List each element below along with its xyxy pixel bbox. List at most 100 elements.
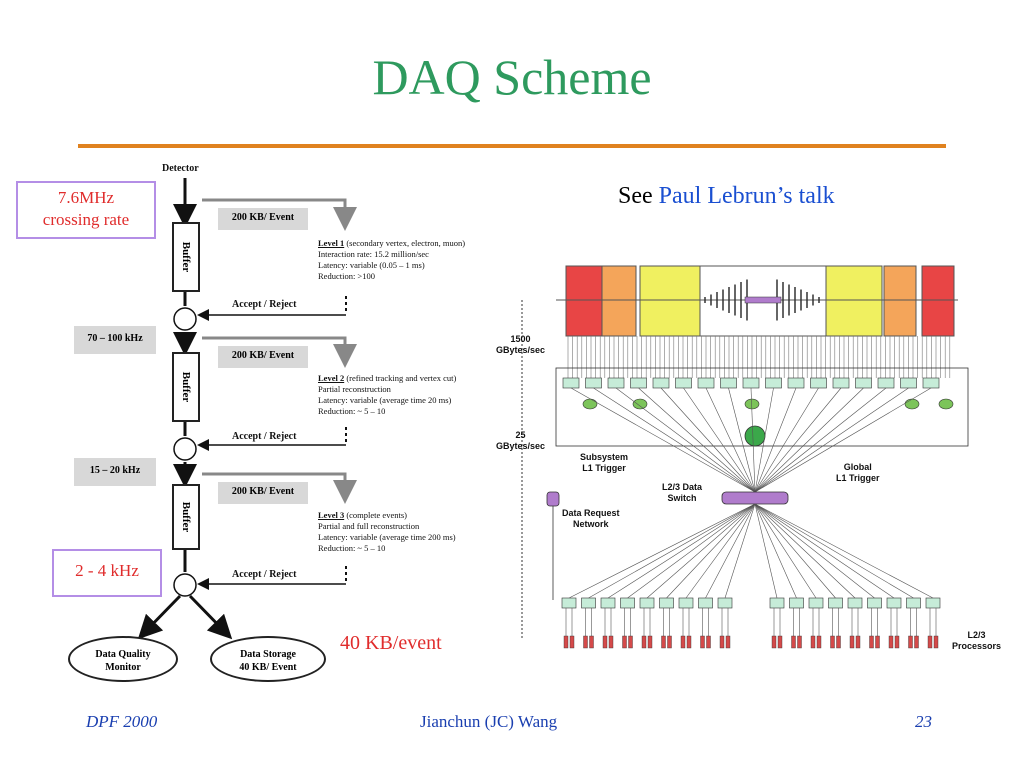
- talk-reference-link[interactable]: Paul Lebrun’s talk: [658, 183, 835, 209]
- processor-unit: [836, 635, 841, 649]
- processor-unit: [641, 635, 647, 649]
- readout-node: [607, 377, 625, 389]
- processor-unit: [686, 635, 692, 649]
- data-line: [705, 503, 756, 599]
- detector-label: Detector: [162, 163, 199, 174]
- accept-reject-label-l2: Accept / Reject: [232, 431, 297, 442]
- processor-node: [886, 597, 902, 609]
- readout-node: [585, 377, 602, 389]
- data-line: [724, 503, 756, 599]
- subsystem-trigger-node: [632, 398, 648, 410]
- data-line: [754, 503, 856, 599]
- readout-node: [742, 377, 760, 389]
- processor-node: [847, 597, 863, 609]
- readout-node: [900, 377, 917, 389]
- processor-unit: [647, 635, 653, 649]
- processor-unit: [869, 635, 874, 649]
- readout-node: [765, 377, 782, 389]
- processor-unit: [894, 635, 900, 649]
- processor-unit: [622, 635, 627, 649]
- processor-unit: [888, 635, 894, 649]
- processor-unit: [569, 635, 575, 649]
- buffer-l1: Buffer: [172, 222, 200, 292]
- data-line: [754, 387, 797, 493]
- data-line: [728, 387, 756, 493]
- data-request-network-node: [546, 491, 560, 507]
- data-line: [638, 387, 756, 493]
- subsystem-trigger-node: [582, 398, 598, 410]
- processor-node: [600, 597, 616, 609]
- processor-unit: [602, 635, 608, 649]
- detector-block: [921, 265, 955, 337]
- data-line: [627, 503, 756, 599]
- data-line: [750, 387, 756, 493]
- processor-node: [925, 597, 941, 609]
- footer-conference: DPF 2000: [86, 712, 158, 731]
- processor-unit: [725, 635, 731, 649]
- data-line: [754, 503, 895, 599]
- event-size-callout: 40 KB/event: [340, 632, 442, 654]
- readout-node: [922, 377, 940, 389]
- event-size-box-l1: 200 KB/ Event: [218, 208, 308, 230]
- data-line: [754, 503, 914, 599]
- readout-node: [832, 377, 850, 389]
- level3-description: Level 3 (complete events) Partial and fu…: [318, 510, 456, 553]
- data-line: [754, 387, 887, 493]
- buffer-l3: Buffer: [172, 484, 200, 550]
- crossing-rate-label: crossing rate: [42, 210, 130, 229]
- data-line: [646, 503, 756, 599]
- detector-block: [883, 265, 917, 337]
- data-line: [570, 387, 756, 493]
- buffer-l2: Buffer: [172, 352, 200, 422]
- readout-node: [877, 377, 895, 389]
- footer-author: Jianchun (JC) Wang: [420, 712, 558, 731]
- processor-unit: [791, 635, 796, 649]
- processor-unit: [875, 635, 880, 649]
- data-line: [754, 503, 817, 599]
- processor-unit: [771, 635, 777, 649]
- data-line: [666, 503, 756, 599]
- data-line: [588, 503, 756, 599]
- processor-node: [659, 597, 674, 609]
- detector-block: [565, 265, 603, 337]
- level1-description: Level 1 (secondary vertex, electron, muo…: [318, 238, 466, 281]
- talk-reference: See Paul Lebrun’s talk: [618, 183, 835, 209]
- processor-unit: [810, 635, 816, 649]
- processor-node: [581, 597, 596, 609]
- level2-description: Level 2 (refined tracking and vertex cut…: [318, 373, 457, 416]
- data-line: [754, 503, 934, 599]
- global-trigger-node: [744, 425, 766, 447]
- rate-box-l1-output: 70 – 100 kHz: [74, 326, 156, 354]
- readout-node: [675, 377, 692, 389]
- readout-node: [562, 377, 580, 389]
- processor-unit: [914, 635, 919, 649]
- processor-unit: [661, 635, 666, 649]
- data-line: [754, 387, 909, 493]
- detector-block: [601, 265, 637, 337]
- crossing-rate-value: 7.6MHz: [57, 188, 115, 207]
- data-line: [754, 387, 819, 493]
- processor-node: [828, 597, 843, 609]
- data-line: [660, 387, 756, 493]
- processor-unit: [830, 635, 835, 649]
- event-size-box-l2: 200 KB/ Event: [218, 346, 308, 368]
- data-line: [754, 387, 842, 493]
- readout-node: [810, 377, 827, 389]
- title-divider: [78, 144, 946, 148]
- processor-unit: [628, 635, 633, 649]
- data-line: [754, 503, 797, 599]
- processor-node: [769, 597, 785, 609]
- readout-node: [697, 377, 715, 389]
- readout-node: [855, 377, 872, 389]
- processor-node: [639, 597, 655, 609]
- processor-unit: [706, 635, 711, 649]
- processor-unit: [797, 635, 802, 649]
- processor-unit: [680, 635, 686, 649]
- processor-unit: [933, 635, 939, 649]
